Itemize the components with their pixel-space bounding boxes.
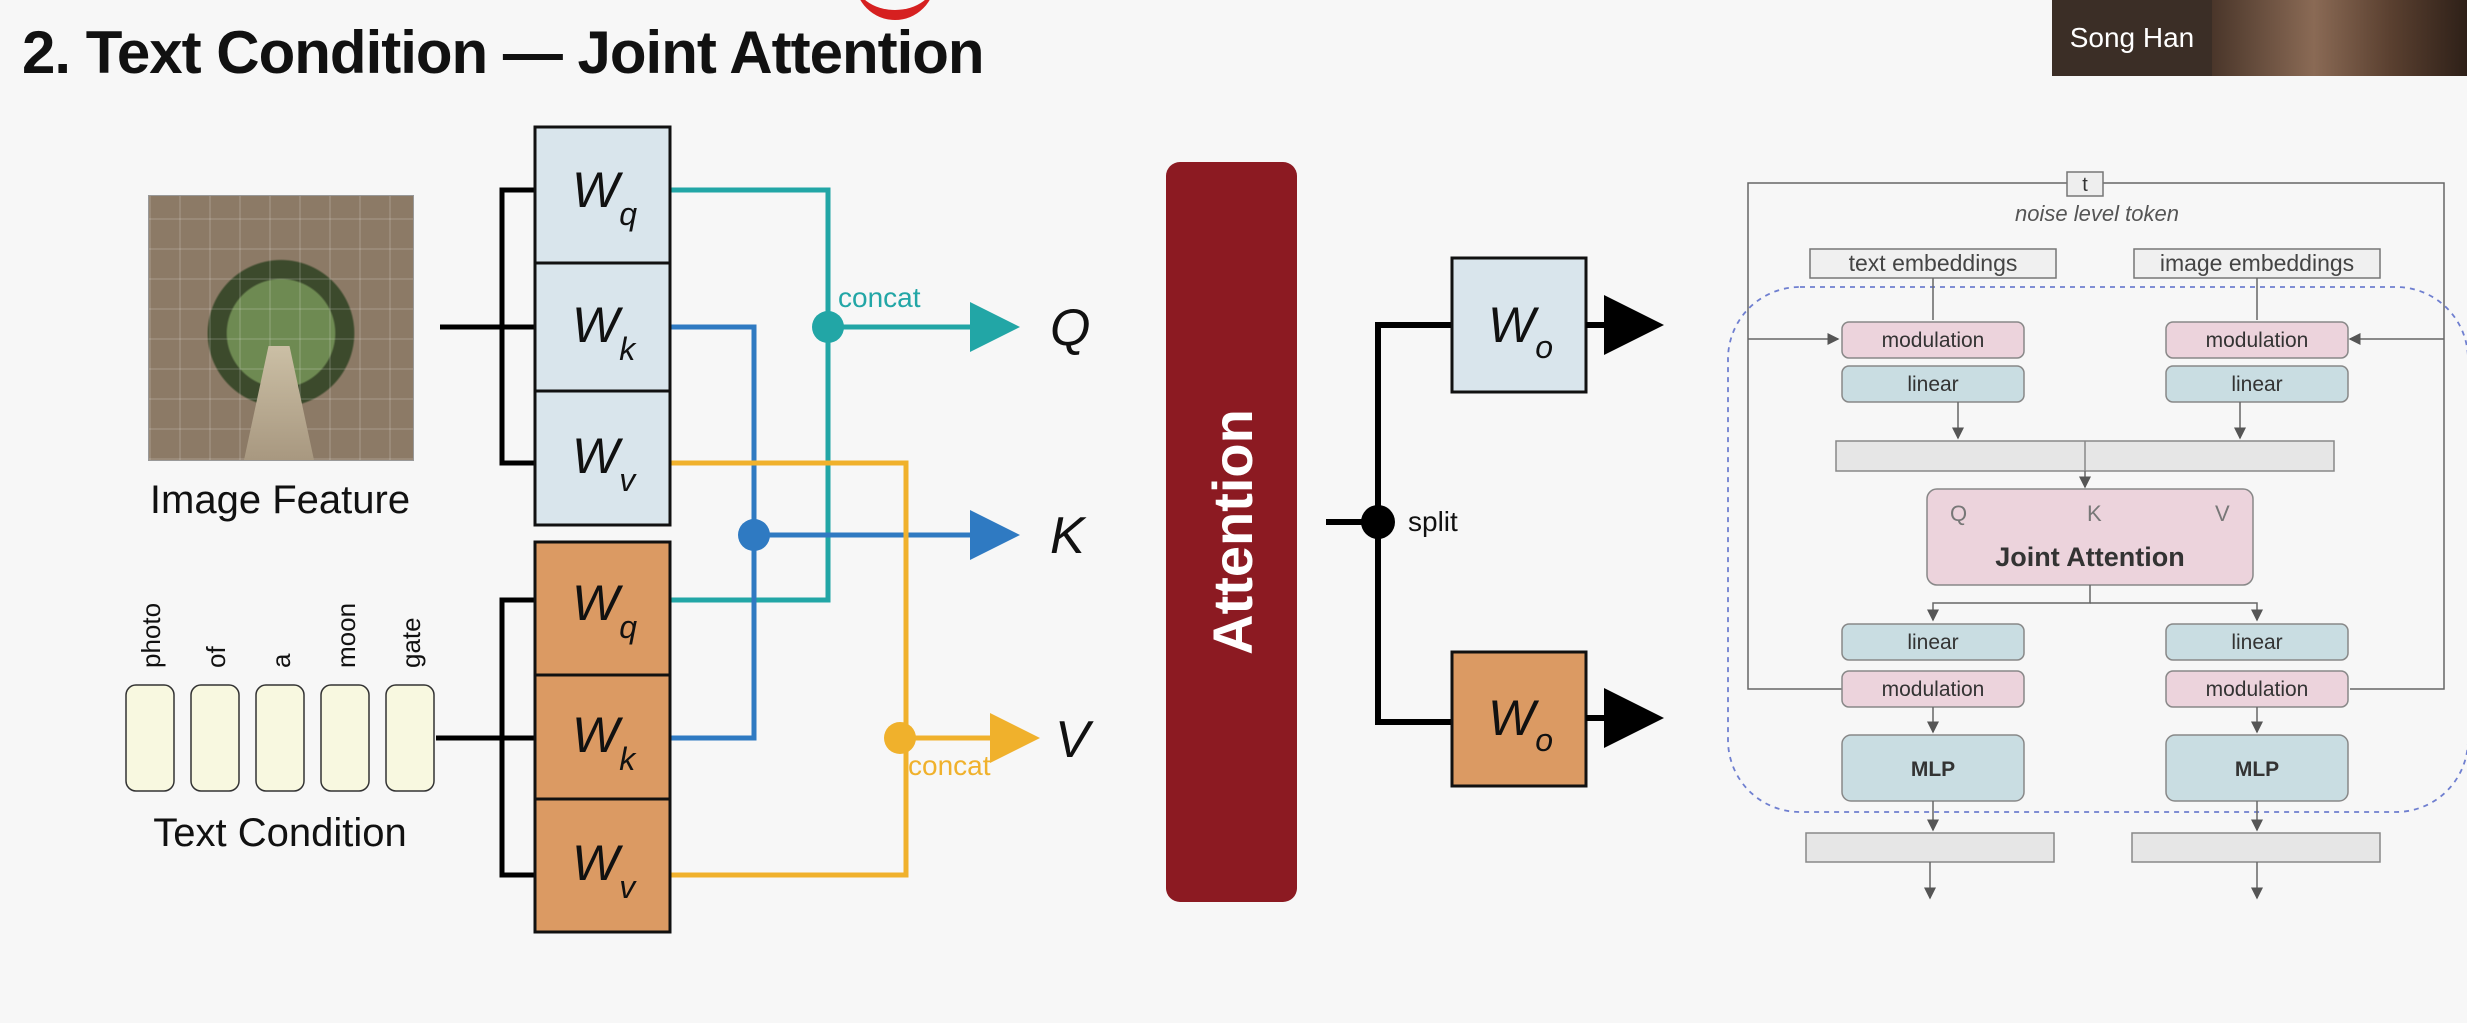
joint-k-label: K bbox=[2087, 501, 2102, 526]
modulation-label: modulation bbox=[2206, 678, 2309, 701]
v-line-image bbox=[670, 460, 909, 738]
mmdit-diagram: t noise level token text embeddings imag… bbox=[1727, 171, 2467, 900]
token-box bbox=[125, 684, 175, 792]
noise-level-label: noise level token bbox=[2015, 201, 2179, 226]
input-connectors bbox=[436, 187, 535, 878]
concat-v-dot bbox=[884, 722, 916, 754]
output-bar-right bbox=[2131, 832, 2381, 863]
image-embeddings-label: image embeddings bbox=[2160, 250, 2354, 276]
modulation-box-left-top bbox=[1841, 321, 2025, 359]
token-boxes bbox=[125, 684, 435, 792]
modulation-label: modulation bbox=[1882, 678, 1985, 701]
k-line-image bbox=[670, 324, 757, 535]
attention-label: Attention bbox=[1201, 409, 1264, 655]
q-line-image bbox=[670, 187, 831, 327]
joint-v-label: V bbox=[2215, 501, 2230, 526]
image-feature-label: Image Feature bbox=[150, 478, 410, 522]
token-label: gate bbox=[396, 617, 426, 668]
linear-box-right-top bbox=[2165, 365, 2349, 403]
wk-text-label: Wk bbox=[572, 707, 637, 777]
token-box bbox=[255, 684, 305, 792]
modulation-label: modulation bbox=[1882, 329, 1985, 352]
t-label: t bbox=[2082, 174, 2088, 196]
token-label: moon bbox=[331, 603, 361, 668]
joint-attention-label: Joint Attention bbox=[1995, 542, 2184, 572]
slide-title: 2. Text Condition — Joint Attention bbox=[22, 19, 985, 86]
split-dot bbox=[1361, 505, 1395, 539]
concat-q-dot bbox=[812, 311, 844, 343]
linear-label: linear bbox=[2231, 373, 2282, 396]
v-line-text bbox=[670, 738, 909, 878]
wo-bottom-block bbox=[1450, 650, 1588, 788]
q-line-text bbox=[670, 327, 831, 603]
linear-label: linear bbox=[1907, 631, 1958, 654]
wq-image-block bbox=[533, 125, 672, 265]
concat-q-label: concat bbox=[838, 282, 921, 313]
mlp-label: MLP bbox=[2235, 758, 2279, 781]
wk-image-label: Wk bbox=[572, 297, 637, 367]
token-label: a bbox=[266, 653, 296, 668]
text-weight-blocks bbox=[533, 540, 672, 934]
image-weight-blocks bbox=[533, 125, 672, 527]
mlp-label: MLP bbox=[1911, 758, 1955, 781]
wq-text-label: Wq bbox=[572, 575, 637, 645]
linear-label: linear bbox=[1907, 373, 1958, 396]
concat-k-dot bbox=[738, 519, 770, 551]
wv-image-label: Wv bbox=[572, 428, 637, 498]
v-output-label: V bbox=[1055, 711, 1094, 769]
wo-top-block bbox=[1450, 256, 1588, 394]
k-output-label: K bbox=[1050, 507, 1087, 565]
linear-label: linear bbox=[2231, 631, 2282, 654]
token-box bbox=[190, 684, 240, 792]
participant-video bbox=[2212, 0, 2467, 76]
wk-text-block bbox=[533, 673, 672, 801]
red-arc-decoration bbox=[855, 0, 935, 20]
attention-block bbox=[1166, 162, 1297, 902]
modulation-box-right-top bbox=[2165, 321, 2349, 359]
text-condition-label: Text Condition bbox=[153, 811, 406, 855]
text-embeddings-label: text embeddings bbox=[1849, 250, 2018, 276]
token-label: of bbox=[201, 646, 231, 668]
wk-image-block bbox=[533, 261, 672, 393]
wv-text-label: Wv bbox=[572, 835, 637, 905]
joint-q-label: Q bbox=[1950, 501, 1967, 526]
image-feature-photo bbox=[148, 195, 414, 461]
output-bar-left bbox=[1805, 832, 2055, 863]
token-label: photo bbox=[136, 603, 166, 668]
wo-bottom-label: Wo bbox=[1488, 690, 1553, 758]
split-label: split bbox=[1408, 506, 1458, 537]
linear-box-left-bottom bbox=[1841, 623, 2025, 661]
image-embeddings-box bbox=[2133, 248, 2381, 279]
linear-box-left-top bbox=[1841, 365, 2025, 403]
linear-box-right-bottom bbox=[2165, 623, 2349, 661]
video-thumbnail[interactable]: Song Han bbox=[2052, 0, 2467, 76]
t-box bbox=[2066, 171, 2104, 197]
wq-text-block bbox=[533, 540, 672, 677]
block-container bbox=[1727, 286, 2467, 813]
token-box bbox=[320, 684, 370, 792]
participant-name: Song Han bbox=[2052, 0, 2212, 76]
concat-v-label: concat bbox=[908, 750, 991, 781]
k-line-text bbox=[670, 535, 757, 741]
q-output-label: Q bbox=[1050, 299, 1090, 357]
wv-text-block bbox=[533, 797, 672, 934]
wo-top-label: Wo bbox=[1488, 297, 1553, 365]
wv-image-block bbox=[533, 389, 672, 527]
token-box bbox=[385, 684, 435, 792]
modulation-label: modulation bbox=[2206, 329, 2309, 352]
wq-image-label: Wq bbox=[572, 162, 637, 232]
